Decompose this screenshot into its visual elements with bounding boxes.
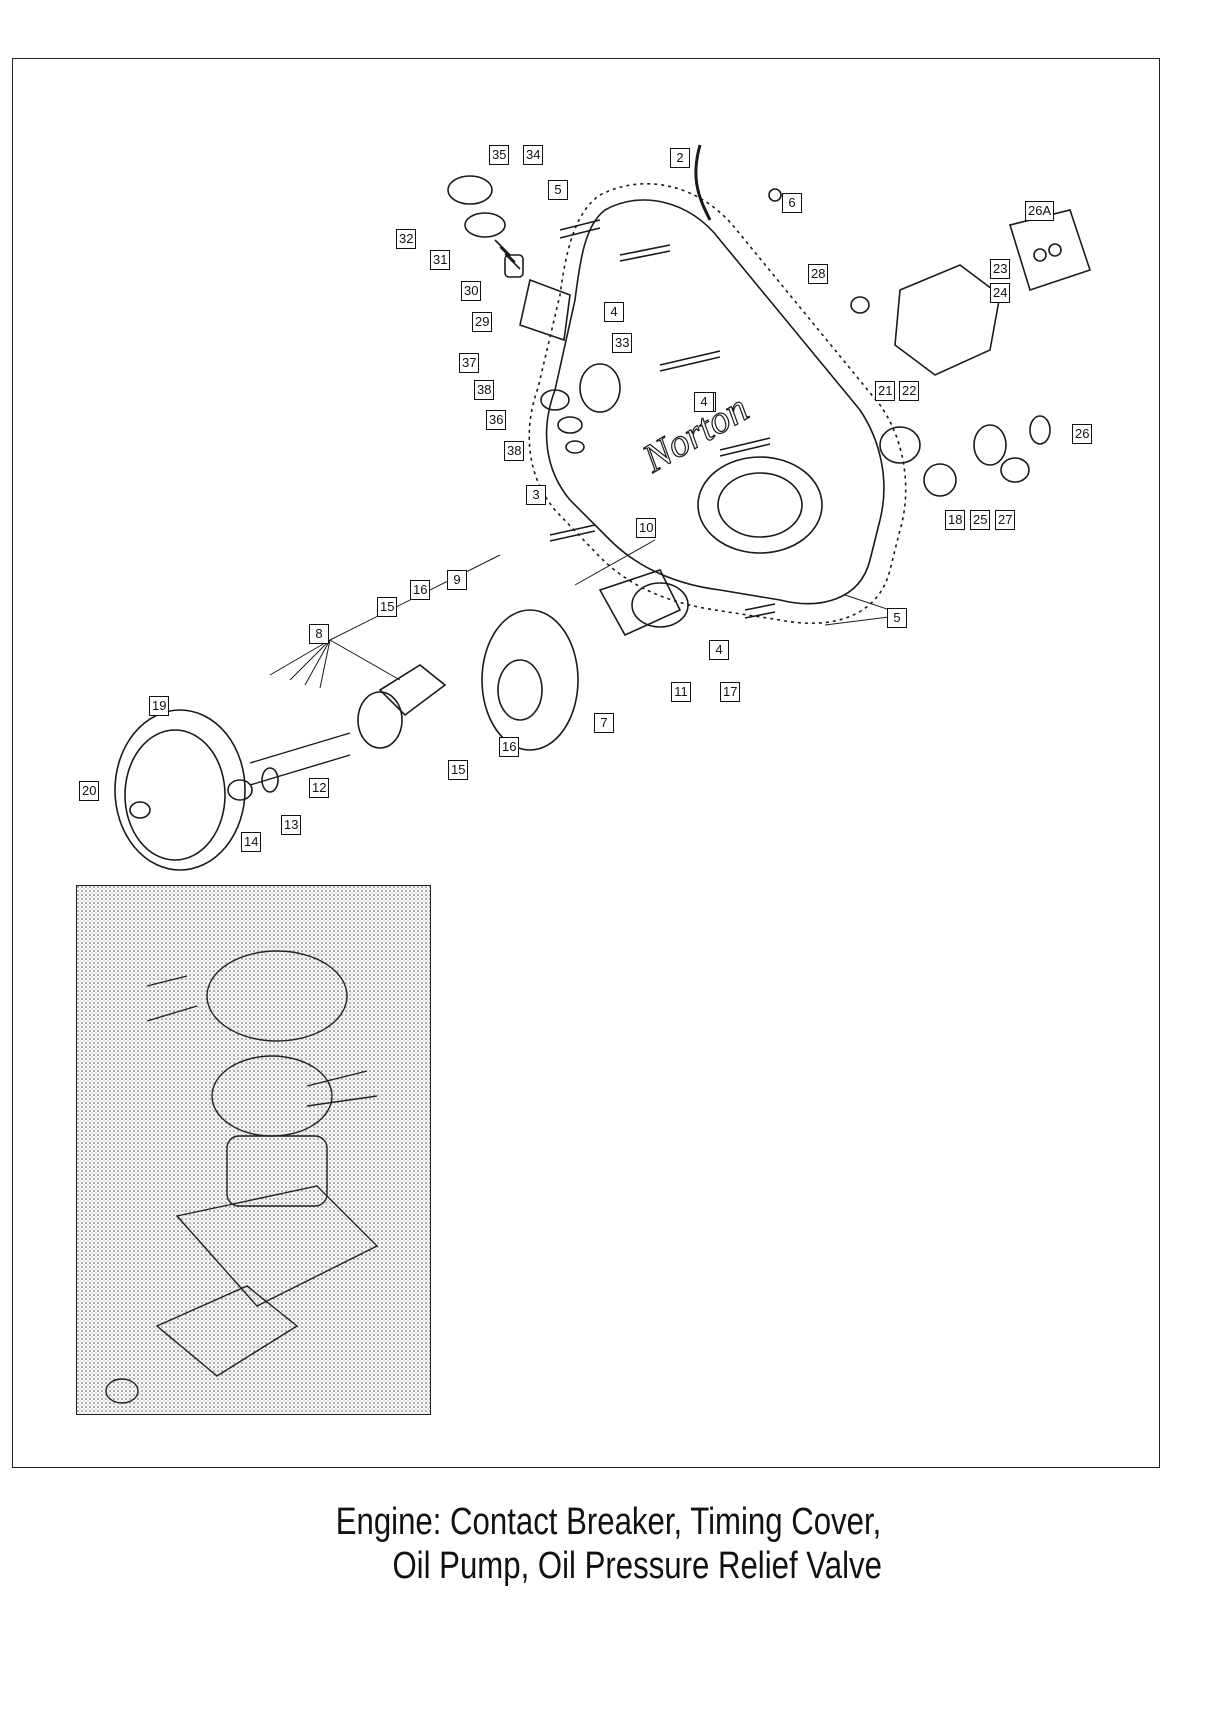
callout-c22: 22 [899,381,920,401]
callout-c29: 29 [472,312,493,332]
callout-c4d: 4 [709,640,729,660]
callout-c5b: 5 [887,608,907,628]
callout-c21: 21 [875,381,896,401]
callout-c19: 19 [149,696,170,716]
callout-c18: 18 [945,510,966,530]
callout-c15a: 15 [377,597,398,617]
callout-c11: 11 [671,682,691,702]
engine-inset-photo [76,885,431,1415]
callout-c26: 26 [1072,424,1093,444]
callout-c34: 34 [523,145,544,165]
oil-pump-body [894,264,1001,376]
callout-c20: 20 [79,781,100,801]
caption-line-1: Engine: Contact Breaker, Timing Cover, [335,1501,882,1543]
callout-c35: 35 [489,145,510,165]
callout-c4a: 4 [604,302,624,322]
leader-lines [269,539,906,689]
callout-c3: 3 [526,485,546,505]
callout-c2: 2 [670,148,690,168]
callout-c31: 31 [430,250,451,270]
callout-c26a: 26A [1025,201,1055,221]
callout-c23: 23 [990,259,1011,279]
oil-pump-gear [973,424,1007,466]
callout-c9: 9 [447,570,467,590]
callout-c28: 28 [808,264,829,284]
callout-c38b: 38 [504,441,525,461]
callout-c6: 6 [782,193,802,213]
end-cover [114,709,246,871]
callout-c12: 12 [309,778,330,798]
diagram-frame [12,58,1160,1468]
callout-c33: 33 [612,333,633,353]
callout-c8: 8 [309,624,329,644]
callout-c10: 10 [636,518,657,538]
callout-c17: 17 [720,682,741,702]
cover-bore [697,456,823,554]
callout-c5a: 5 [548,180,568,200]
long-bolt [249,732,351,786]
relief-valve-body [519,278,571,342]
auto-advance-unit [598,569,682,637]
callout-c13: 13 [281,815,302,835]
diagram-caption: Engine: Contact Breaker, Timing Cover, O… [110,1500,1108,1588]
caption-line-2: Oil Pump, Oil Pressure Relief Valve [392,1545,882,1587]
callout-c24: 24 [990,283,1011,303]
callout-c16b: 16 [499,737,520,757]
callout-c27: 27 [995,510,1016,530]
callout-c36: 36 [486,410,507,430]
callout-c38a: 38 [474,380,495,400]
callout-c16a: 16 [410,580,431,600]
callout-c25: 25 [970,510,991,530]
callout-c37: 37 [459,353,480,373]
relief-valve-cap [447,175,493,205]
callout-c7: 7 [594,713,614,733]
relief-valve-plunger [504,254,524,278]
cover-screw [559,219,601,239]
callout-c4c: 4 [694,392,714,412]
oil-pump-gasket [1008,209,1092,292]
callout-c30: 30 [461,281,482,301]
callout-c14: 14 [241,832,262,852]
oil-pipe [694,144,712,221]
breaker-plate [481,609,579,751]
callout-c15b: 15 [448,760,469,780]
points-assembly [378,664,447,717]
callout-c32: 32 [396,229,417,249]
